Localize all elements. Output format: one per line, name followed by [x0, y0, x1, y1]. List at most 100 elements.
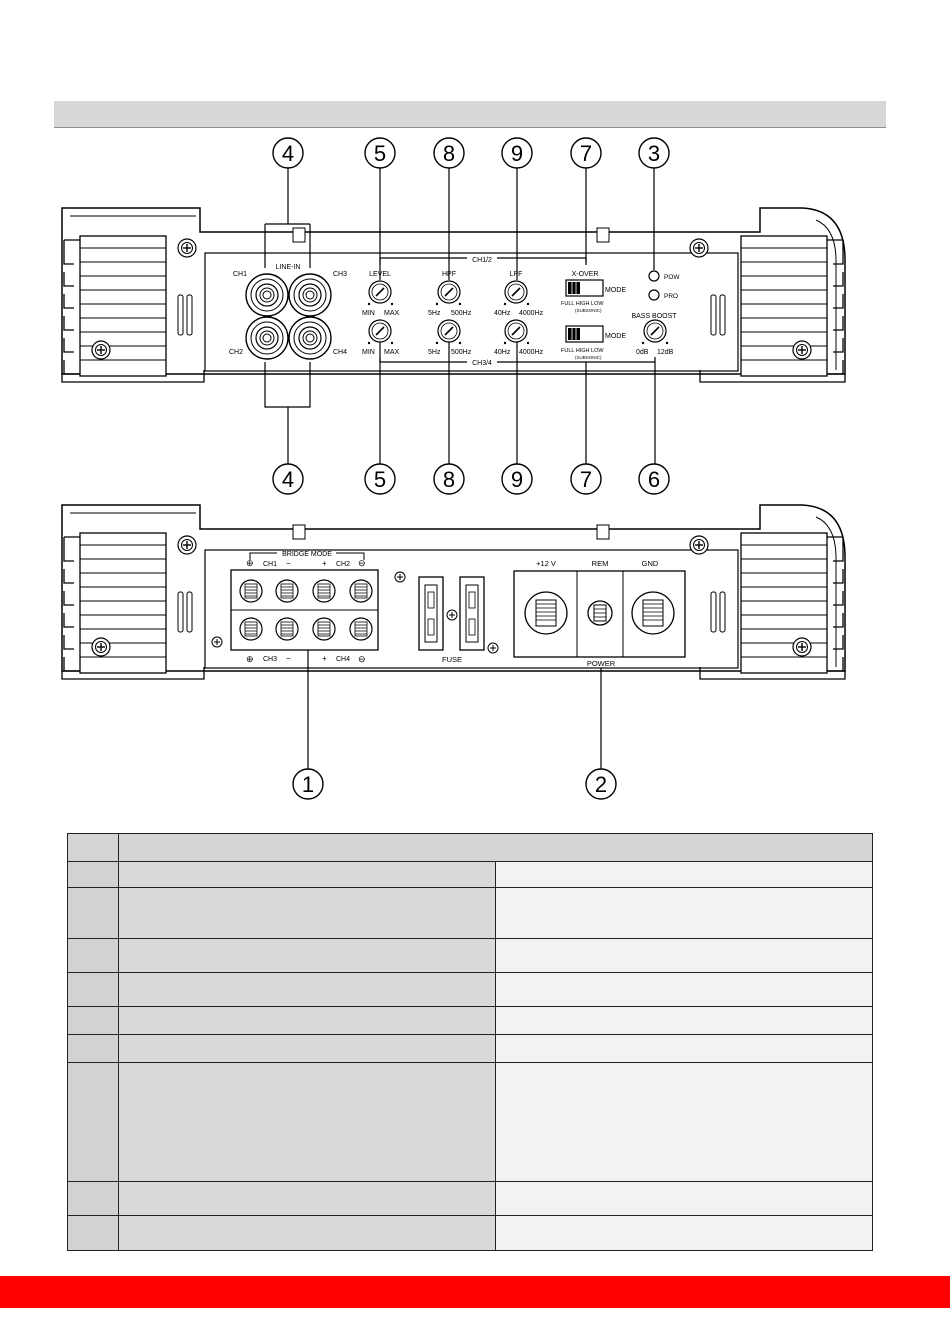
callout-number: 6: [648, 467, 660, 492]
callout-number: 9: [511, 467, 523, 492]
hpf-max-label: 500Hz: [451, 310, 472, 317]
terminal-icon: [239, 617, 263, 641]
ch12-label: CH1/2: [472, 257, 492, 264]
callout-circle: [272, 137, 304, 169]
table-cell-desc: [495, 938, 873, 973]
power-label: POWER: [587, 659, 616, 668]
table-cell-desc: [495, 861, 873, 888]
callout-circle: [433, 463, 465, 495]
callout-number: 2: [595, 772, 607, 797]
negative-icon: ⊖: [358, 558, 366, 568]
rca-input-ch1: [245, 273, 289, 317]
table-cell-desc: [495, 1034, 873, 1063]
screw-icon: [689, 535, 709, 555]
table-row: [67, 1062, 873, 1182]
mode-switch-ch12: [565, 279, 604, 297]
table-header-cell: [118, 833, 873, 862]
rca-input-ch3: [288, 273, 332, 317]
ch4-label: CH4: [336, 656, 350, 663]
hpf-max-label: 500Hz: [451, 349, 472, 356]
bass-boost-knob: [643, 319, 667, 343]
table-cell-lbl: [118, 1062, 496, 1182]
callout-circle: [501, 463, 533, 495]
table-row: [67, 1034, 873, 1063]
callout-number: 1: [302, 772, 314, 797]
terminal-icon: [239, 579, 263, 603]
component-description-table: [67, 833, 873, 1251]
callout-circle: [364, 137, 396, 169]
ch4-label: CH4: [333, 349, 347, 356]
table-cell-num: [67, 972, 119, 1007]
power-terminal-icon: [524, 591, 568, 635]
lpf-min-label: 40Hz: [494, 349, 511, 356]
level-knob-ch12: [368, 280, 392, 304]
remote-terminal-icon: [587, 600, 613, 626]
bass-boost-max-label: 12dB: [657, 349, 674, 356]
callout-circle: [638, 463, 670, 495]
plus-label: +: [322, 559, 327, 568]
small-screw-icon: [211, 571, 499, 654]
terminal-icon: [275, 617, 299, 641]
callout-circle: [638, 137, 670, 169]
table-cell-num: [67, 861, 119, 888]
callout-number: 4: [282, 467, 294, 492]
mode-label: MODE: [605, 333, 626, 340]
hpf-knob-ch34: [437, 319, 461, 343]
mode-options-label: FULL HIGH LOW: [561, 301, 604, 307]
ch3-label: CH3: [333, 271, 347, 278]
table-cell-lbl: [118, 1181, 496, 1216]
minus-label: −: [286, 654, 291, 663]
table-header-cell: [67, 833, 119, 862]
fuse-label: FUSE: [442, 655, 462, 664]
table-cell-lbl: [118, 1034, 496, 1063]
table-cell-num: [67, 887, 119, 939]
subsonic-label: (SUBSONIC): [575, 308, 602, 313]
line-in-label: LINE-IN: [276, 264, 301, 271]
pow-label: POW: [664, 274, 680, 281]
lpf-max-label: 4000Hz: [519, 310, 544, 317]
negative-icon: ⊖: [358, 654, 366, 664]
callout-circle: [272, 463, 304, 495]
screw-icon: [792, 340, 812, 360]
table-cell-lbl: [118, 861, 496, 888]
lpf-min-label: 40Hz: [494, 310, 511, 317]
screw-icon: [792, 637, 812, 657]
callout-number: 7: [580, 467, 592, 492]
hpf-knob-ch12: [437, 280, 461, 304]
table-cell-desc: [495, 887, 873, 939]
screw-icon: [177, 238, 197, 258]
subsonic-label: (SUBSONIC): [575, 355, 602, 360]
front-panel: LINE-IN CH1 CH3 CH2 CH4 CH1/2 CH3/4 LEVE…: [61, 207, 846, 383]
table-cell-desc: [495, 1215, 873, 1251]
callout-circle: [585, 768, 617, 800]
callout-number: 5: [374, 141, 386, 166]
terminal-icon: [349, 579, 373, 603]
plus-label: +: [322, 654, 327, 663]
level-min-label: MIN: [362, 310, 375, 317]
ground-terminal-icon: [631, 591, 675, 635]
callout-number: 7: [580, 141, 592, 166]
table-cell-num: [67, 1062, 119, 1182]
ch3-label: CH3: [263, 656, 277, 663]
table-cell-desc: [495, 1006, 873, 1035]
table-cell-desc: [495, 972, 873, 1007]
ch2-label: CH2: [229, 349, 243, 356]
level-max-label: MAX: [384, 349, 400, 356]
ch34-label: CH3/4: [472, 360, 492, 367]
pro-label: PRO: [664, 293, 678, 300]
power-led-icon: [648, 270, 660, 282]
table-cell-num: [67, 1034, 119, 1063]
table-cell-num: [67, 1181, 119, 1216]
table-cell-desc: [495, 1181, 873, 1216]
callout-number: 3: [648, 141, 660, 166]
table-cell-lbl: [118, 1215, 496, 1251]
table-row: [67, 938, 873, 973]
table-row: [67, 1006, 873, 1035]
rem-label: REM: [592, 559, 609, 568]
lpf-knob-ch34: [504, 319, 528, 343]
rear-panel: BRIDGE MODE ⊕ CH1 − + CH2 ⊖ ⊕ CH3 − + CH…: [61, 504, 846, 680]
level-knob-ch34: [368, 319, 392, 343]
rca-input-ch4: [288, 316, 332, 360]
bass-boost-label: BASS BOOST: [631, 313, 677, 320]
